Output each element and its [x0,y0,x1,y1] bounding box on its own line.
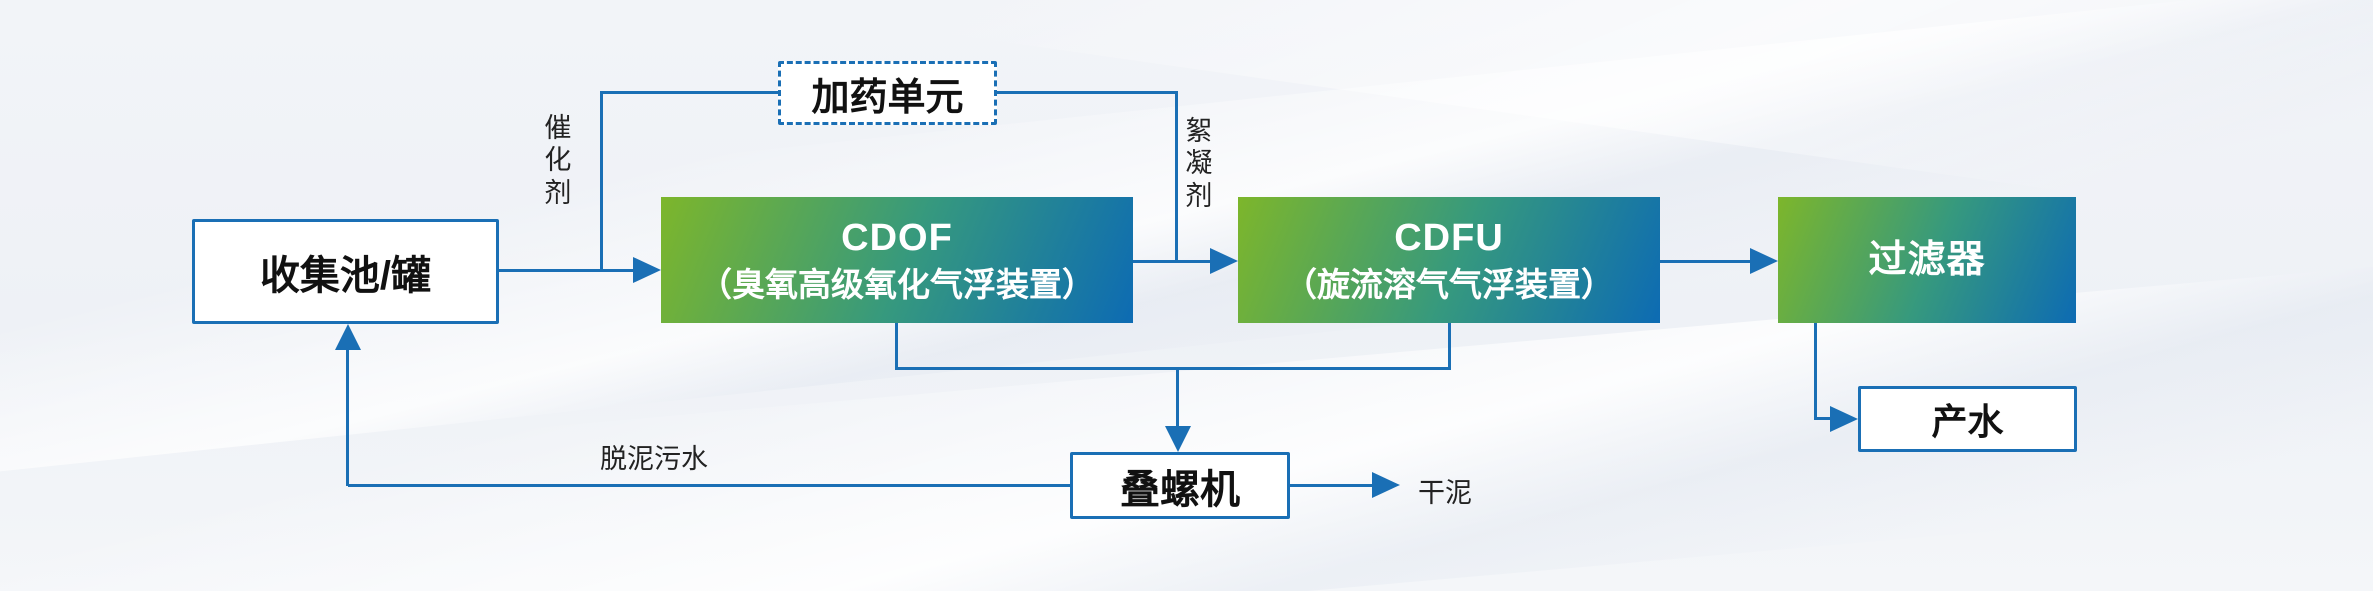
connector-sludge-return [348,484,1070,487]
screw-press-label: 叠螺机 [1120,467,1240,512]
connector-filter-down [1814,322,1817,420]
collection-tank-box: 收集池/罐 [192,219,499,324]
arrowhead-into-cdfu [1210,248,1238,274]
connector-cdfu-underflow [1448,322,1451,369]
connector-flocculant-drop [1175,91,1178,263]
arrowhead-into-cdof [633,257,661,283]
collection-tank-label: 收集池/罐 [259,253,432,298]
cdof-title: CDOF [841,217,953,260]
connector-cdfu-to-filter [1660,260,1755,263]
cdfu-subtitle: （旋流溶气气浮装置） [1284,266,1614,304]
connector-cdof-underflow [895,322,898,369]
arrowhead-into-collection-tank [335,324,361,350]
dosing-unit-label: 加药单元 [811,76,964,119]
cdof-subtitle: （臭氧高级氧化气浮装置） [699,266,1095,304]
cdof-box: CDOF （臭氧高级氧化气浮装置） [661,197,1133,323]
arrowhead-into-product-water [1830,406,1858,432]
arrowhead-into-screw-press [1165,426,1191,452]
catalyst-label: 催化剂 [544,113,572,208]
arrowhead-to-dry-mud [1372,472,1400,498]
connector-tank-to-cdof [499,269,639,272]
connector-to-product [1814,417,1836,420]
connector-dosing-right [997,91,1177,94]
filter-box: 过滤器 [1778,197,2076,323]
connector-screw-to-drymud [1290,484,1376,487]
dry-mud-label: 干泥 [1418,478,1472,508]
filter-label: 过滤器 [1868,238,1986,281]
product-water-box: 产水 [1858,386,2077,452]
cdfu-box: CDFU （旋流溶气气浮装置） [1238,197,1660,323]
connector-cdof-to-cdfu [1133,260,1215,263]
connector-catalyst-riser [600,91,603,272]
flocculant-label: 絮凝剂 [1185,116,1213,211]
connector-to-screw-press [1176,367,1179,429]
sludge-water-label: 脱泥污水 [600,444,708,474]
dosing-unit-box: 加药单元 [778,61,997,125]
connector-underflow-header [895,367,1451,370]
arrowhead-into-filter [1750,248,1778,274]
screw-press-box: 叠螺机 [1070,452,1290,519]
product-water-label: 产水 [1931,401,2004,442]
connector-return-riser [346,346,349,486]
connector-to-dosing-left [602,91,780,94]
cdfu-title: CDFU [1394,217,1504,260]
